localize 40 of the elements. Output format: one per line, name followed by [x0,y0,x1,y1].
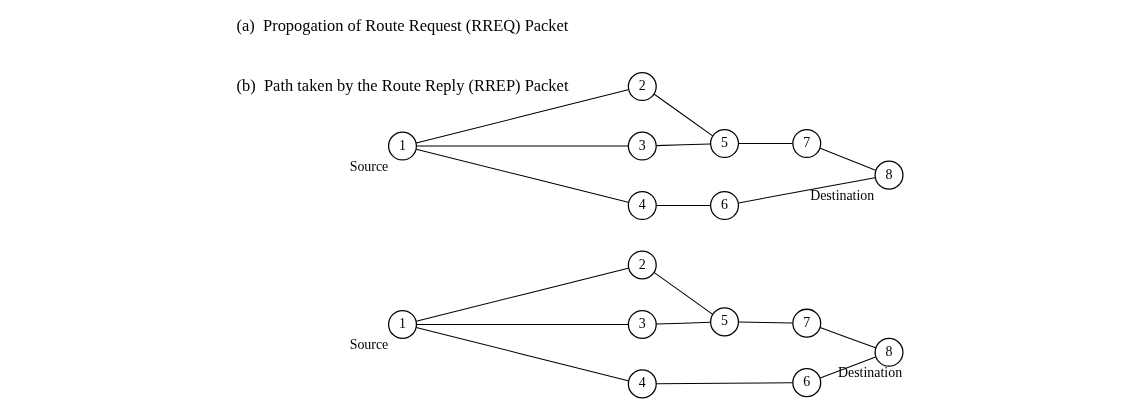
connector [415,145,629,147]
connector [819,356,876,379]
connector [819,327,876,349]
connector [819,147,876,171]
node-circle: 4 [627,369,657,399]
node-circle: 5 [709,307,739,337]
node-circle: 2 [627,72,657,102]
node-circle: 8 [873,160,904,190]
connector [415,327,629,382]
connector [653,272,713,315]
connector [415,323,629,325]
node-label: Source [349,159,388,175]
label: (a) Propogation of Route Request (RREQ) Packet [236,16,568,36]
node-label: Destination [837,365,902,381]
node-circle: 5 [709,128,739,159]
node-circle: 2 [627,250,657,280]
connector [737,143,793,144]
node-circle: 6 [709,190,739,221]
node-circle: 7 [791,308,821,338]
connector [655,143,711,147]
node-circle: 1 [387,131,417,161]
node-label: Source [349,337,388,353]
node-circle: 1 [387,309,417,339]
node-circle: 3 [627,309,657,339]
connector [737,177,876,204]
connector [415,148,629,203]
node-circle: 7 [791,128,821,159]
connector [655,382,793,385]
node-label: Destination [809,188,874,204]
connector [415,267,629,322]
node-circle: 6 [791,368,821,398]
label: (b) Path taken by the Route Reply (RREP) Packet [236,75,568,95]
connector [655,205,711,206]
node-circle: 8 [873,337,904,367]
connector [653,93,713,137]
connector [737,321,793,324]
connector [655,321,711,325]
connector [415,89,629,144]
node-circle: 4 [627,190,657,221]
node-circle: 3 [627,131,657,161]
